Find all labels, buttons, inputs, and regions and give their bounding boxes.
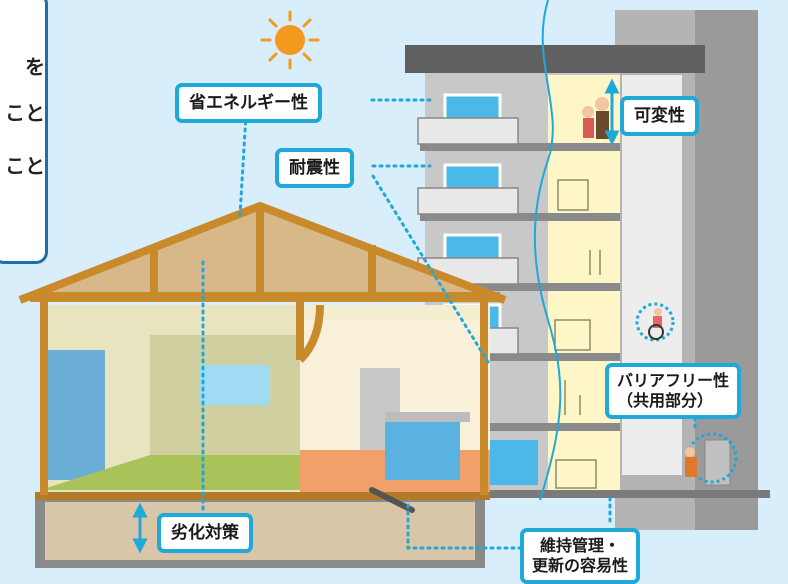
- seismic-resistance-label: 耐震性: [275, 148, 354, 188]
- maintenance-line2: 更新の容易性: [532, 556, 629, 575]
- intro-text-panel: を こと こと: [0, 0, 48, 264]
- maintenance-line1: 維持管理・: [540, 536, 621, 555]
- elderly-person-icon: [685, 432, 738, 484]
- intro-line-1: を: [25, 55, 45, 79]
- wheelchair-user-icon: [635, 302, 675, 342]
- variability-label: 可変性: [620, 96, 699, 136]
- connector-lines: [201, 98, 697, 550]
- barrier-free-line1: バリアフリー性: [617, 371, 730, 390]
- sun-icon: [260, 10, 320, 70]
- intro-line-3: こと: [5, 154, 45, 178]
- maintenance-ease-label: 維持管理・ 更新の容易性: [520, 528, 641, 584]
- deterioration-countermeasure-label: 劣化対策: [157, 513, 253, 553]
- barrier-free-line2: （共用部分）: [617, 391, 714, 410]
- barrier-free-label: バリアフリー性 （共用部分）: [605, 363, 742, 419]
- intro-line-2: こと: [5, 101, 45, 125]
- house-cutaway: [18, 202, 507, 568]
- energy-efficiency-label: 省エネルギー性: [175, 83, 322, 123]
